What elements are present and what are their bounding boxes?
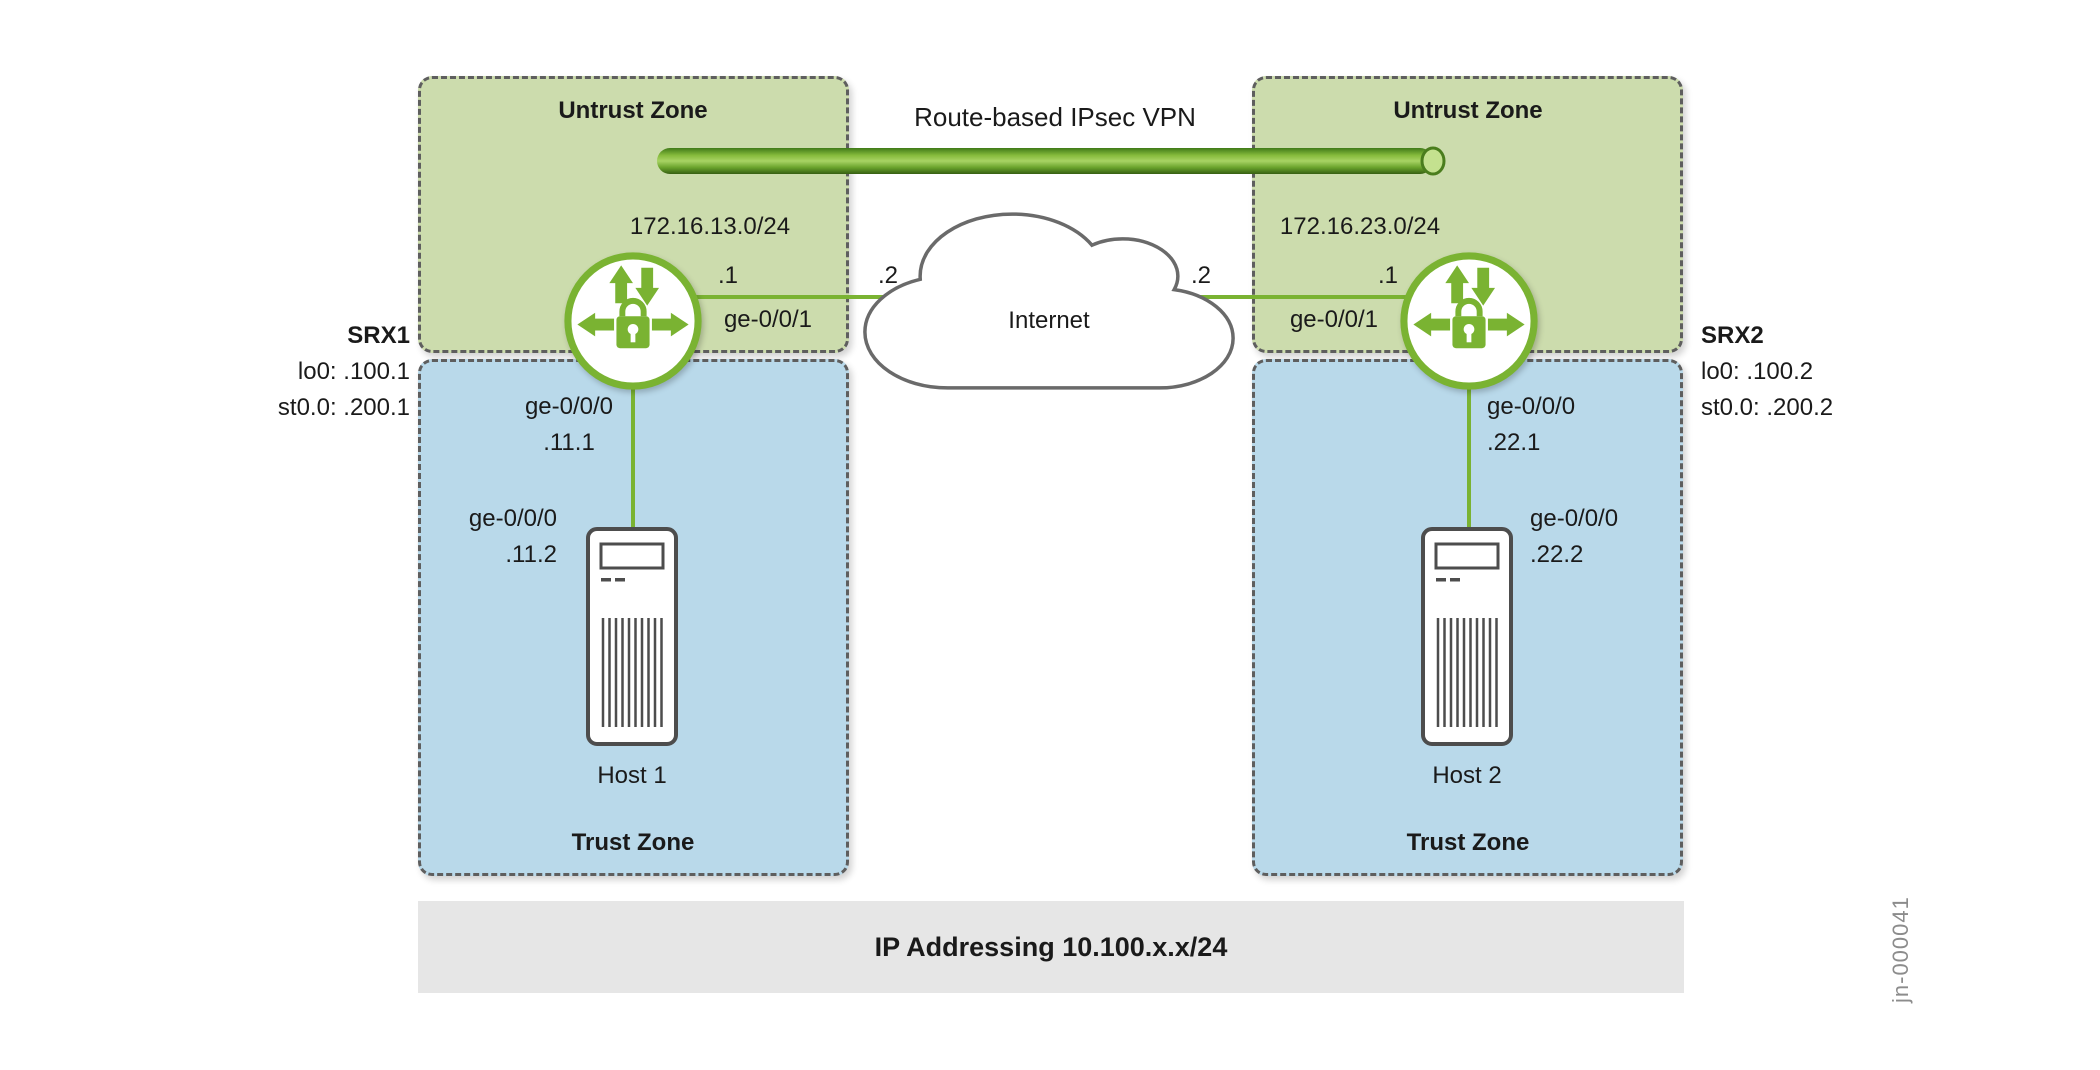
srx1-name: SRX1 — [347, 322, 410, 349]
srx1-lo0: lo0: .100.1 — [297, 358, 410, 385]
host1-iface: ge-0/0/0 — [468, 505, 557, 532]
host1-ip: .11.2 — [505, 541, 557, 568]
trust-zone-right-label: Trust Zone — [1406, 829, 1530, 856]
internet-label: Internet — [1008, 307, 1090, 334]
srx1-lan-iface: ge-0/0/0 — [524, 393, 614, 420]
untrust-zone-left-label: Untrust Zone — [558, 97, 708, 124]
srx2-info-block: SRX2 lo0: .100.2 st0.0: .200.2 — [1701, 318, 1833, 426]
host1-iface-block: ge-0/0/0 .11.2 — [469, 501, 557, 573]
internet-ip-left-label: .2 — [877, 262, 899, 289]
host2-iface-block: ge-0/0/0 .22.2 — [1530, 501, 1618, 573]
srx2-lan-iface-block: ge-0/0/0 .22.1 — [1487, 389, 1575, 461]
host2-server-icon — [1421, 527, 1513, 746]
srx1-st0: st0.0: .200.1 — [277, 394, 410, 421]
subnet-left-label: 172.16.13.0/24 — [629, 213, 791, 240]
host1-server-icon — [586, 527, 678, 746]
srx2-lan-iface: ge-0/0/0 — [1487, 393, 1576, 420]
internet-cloud-icon — [858, 197, 1240, 405]
srx1-lan-iface-block: ge-0/0/0 .11.1 — [525, 389, 613, 461]
srx2-lo0: lo0: .100.2 — [1701, 358, 1814, 385]
srx1-wan-ip-label: .1 — [717, 262, 739, 289]
subnet-right-label: 172.16.23.0/24 — [1279, 213, 1441, 240]
srx1-lan-ip: .11.1 — [543, 429, 595, 456]
vpn-tunnel-pipe-icon — [657, 146, 1446, 176]
srx1-info-block: SRX1 lo0: .100.1 st0.0: .200.1 — [278, 318, 410, 426]
host2-ip: .22.2 — [1530, 541, 1584, 568]
figure-id-watermark: jn-000041 — [1888, 896, 1913, 1003]
srx2-lan-ip: .22.1 — [1487, 429, 1541, 456]
host2-name-label: Host 2 — [1432, 762, 1502, 789]
untrust-zone-right-label: Untrust Zone — [1393, 97, 1543, 124]
diagram-title: Route-based IPsec VPN — [914, 102, 1196, 132]
srx2-st0: st0.0: .200.2 — [1701, 394, 1834, 421]
srx2-wan-ip-label: .1 — [1377, 262, 1399, 289]
srx2-firewall-icon — [1400, 252, 1538, 390]
host1-name-label: Host 1 — [597, 762, 667, 789]
srx2-wan-iface-label: ge-0/0/1 — [1289, 306, 1379, 333]
internet-ip-right-label: .2 — [1190, 262, 1212, 289]
srx2-name: SRX2 — [1701, 322, 1764, 349]
srx1-firewall-icon — [564, 252, 702, 390]
trust-zone-left-label: Trust Zone — [571, 829, 695, 856]
srx1-wan-iface-label: ge-0/0/1 — [723, 306, 813, 333]
host2-iface: ge-0/0/0 — [1530, 505, 1619, 532]
ip-addressing-label: IP Addressing 10.100.x.x/24 — [874, 931, 1228, 962]
ip-addressing-bar: IP Addressing 10.100.x.x/24 — [418, 901, 1684, 993]
